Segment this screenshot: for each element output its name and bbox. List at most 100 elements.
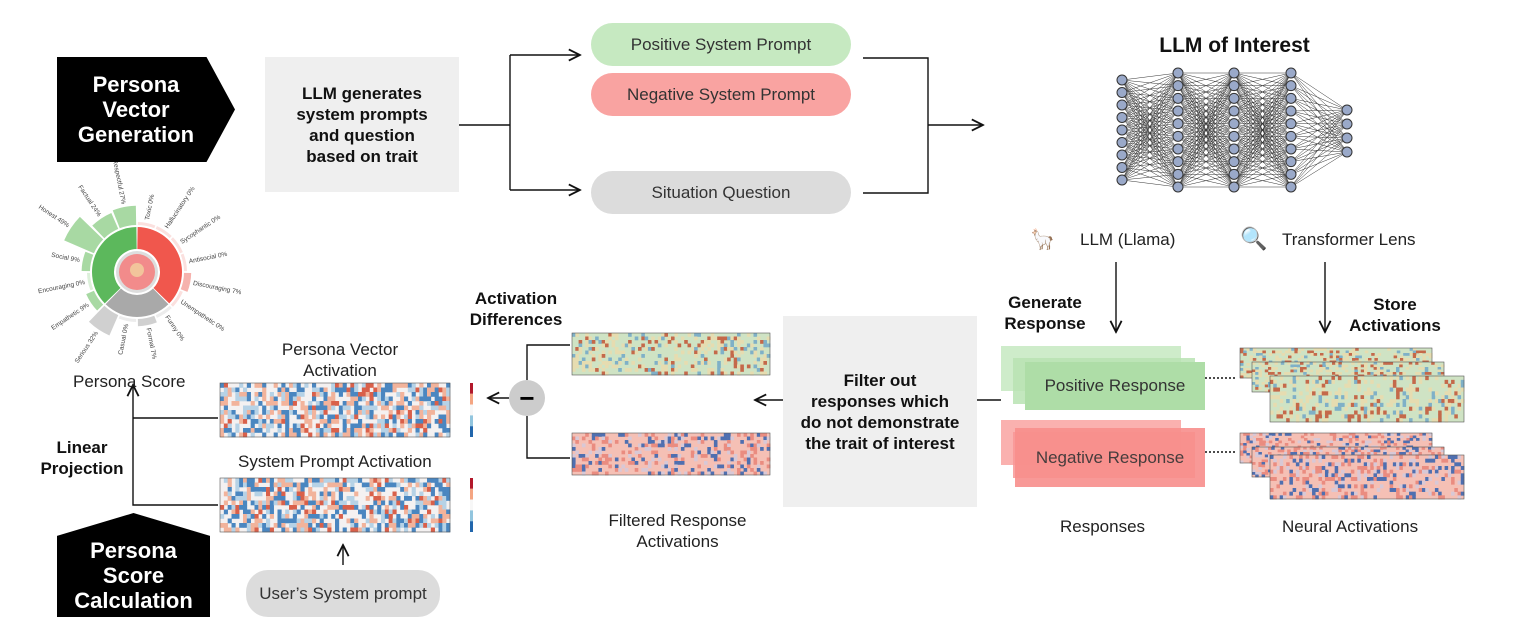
neural-activations-caption: Neural Activations bbox=[1282, 517, 1419, 536]
network-node bbox=[1341, 118, 1353, 130]
trait-label: Unempathetic 0% bbox=[179, 299, 226, 333]
trait-label: Hallucinatory 0% bbox=[164, 185, 197, 230]
linear-projection-label: Linear Projection bbox=[40, 438, 124, 478]
network-node bbox=[1285, 67, 1297, 79]
negative-system-prompt: Negative System Prompt bbox=[591, 73, 851, 116]
positive-activation-heatmap bbox=[1269, 375, 1465, 423]
persona-vector-activation-title: Persona Vector Activation bbox=[281, 340, 399, 380]
colorbar bbox=[470, 383, 473, 437]
network-node bbox=[1116, 99, 1128, 111]
trait-label: Toxic 0% bbox=[144, 194, 156, 221]
trait-bar-toxic bbox=[137, 222, 156, 229]
persona-score-calculation-label: Persona Score Calculation bbox=[57, 513, 210, 617]
trait-label: Respectful 27% bbox=[111, 159, 127, 205]
situation-question: Situation Question bbox=[591, 171, 851, 214]
persona-score-label: Persona Score bbox=[73, 372, 186, 391]
positive-response: Positive Response bbox=[1025, 362, 1205, 410]
trait-label: Discouraging 7% bbox=[192, 280, 242, 296]
trait-label: Casual 0% bbox=[117, 323, 130, 355]
trait-label: Sycophantic 0% bbox=[179, 214, 222, 246]
system-prompt-activation-title: System Prompt Activation bbox=[238, 452, 432, 471]
network-node bbox=[1228, 105, 1240, 117]
system-prompt-activation-heatmap bbox=[219, 477, 473, 533]
network-node bbox=[1228, 143, 1240, 155]
trait-bar-funny bbox=[155, 305, 172, 318]
network-node bbox=[1116, 174, 1128, 186]
network-node bbox=[1285, 143, 1297, 155]
trait-bar-social bbox=[81, 251, 94, 272]
trait-bar-sycophantic bbox=[170, 237, 183, 254]
trait-label: Empathetic 9% bbox=[50, 302, 90, 332]
network-node bbox=[1172, 156, 1184, 168]
trait-bar-honest bbox=[64, 216, 104, 254]
network-node bbox=[1172, 168, 1184, 180]
filtered-positive-heatmap bbox=[571, 332, 771, 376]
trait-label: Encouraging 0% bbox=[38, 279, 86, 295]
network-node bbox=[1228, 181, 1240, 193]
network-node bbox=[1228, 80, 1240, 92]
trait-bar-factual bbox=[92, 212, 119, 239]
persona-vector-activation-heatmap bbox=[219, 382, 473, 438]
network-node bbox=[1116, 87, 1128, 98]
trait-bar-empathetic bbox=[86, 290, 104, 311]
transformer-lens-label: Transformer Lens bbox=[1282, 230, 1416, 249]
filtered-negative-heatmap bbox=[571, 432, 771, 476]
positive-system-prompt: Positive System Prompt bbox=[591, 23, 851, 66]
network-node bbox=[1285, 105, 1297, 117]
network-node bbox=[1285, 156, 1297, 168]
neutral-ring-segment bbox=[105, 288, 169, 318]
llama-icon: 🦙 bbox=[1030, 229, 1055, 251]
activation-differences-label: Activation Differences bbox=[469, 289, 563, 329]
network-node bbox=[1172, 118, 1184, 130]
positive-ring-segment bbox=[91, 227, 137, 304]
trait-bar-antisocial bbox=[180, 253, 187, 272]
negative-ring-segment bbox=[137, 227, 182, 304]
network-node bbox=[1285, 130, 1297, 142]
trait-label: Funny 0% bbox=[163, 314, 185, 342]
network-node bbox=[1228, 118, 1240, 130]
trait-label: Formal 7% bbox=[145, 327, 158, 359]
network-node bbox=[1172, 143, 1184, 155]
generate-response-label: Generate Response bbox=[1004, 293, 1086, 333]
network-node bbox=[1228, 168, 1240, 180]
network-node bbox=[1341, 146, 1353, 158]
network-node bbox=[1116, 149, 1128, 161]
network-node bbox=[1285, 118, 1297, 130]
trait-bar-serious bbox=[88, 305, 119, 336]
network-node bbox=[1341, 132, 1353, 144]
network-node bbox=[1116, 74, 1128, 86]
trait-label: Social 9% bbox=[51, 252, 81, 265]
network-node bbox=[1172, 92, 1184, 104]
trait-bar-encouraging bbox=[87, 272, 94, 291]
network-node bbox=[1285, 181, 1297, 193]
trait-label: Antisocial 0% bbox=[188, 251, 228, 266]
network-node bbox=[1116, 112, 1128, 123]
llm-llama-label: LLM (Llama) bbox=[1080, 230, 1176, 249]
magnifier-icon: 🔍 bbox=[1240, 226, 1268, 251]
network-node bbox=[1172, 80, 1184, 92]
filtered-response-activations-caption: Filtered Response Activations bbox=[608, 511, 747, 551]
trait-label: Serious 32% bbox=[74, 330, 100, 365]
network-node bbox=[1116, 137, 1128, 148]
trait-bar-formal bbox=[137, 315, 157, 327]
users-system-prompt: User’s System prompt bbox=[246, 570, 440, 617]
network-node bbox=[1116, 124, 1128, 136]
persona-vector-generation-label: Persona Vector Generation bbox=[57, 57, 235, 162]
trait-bar-respectful bbox=[112, 205, 137, 229]
network-node bbox=[1172, 105, 1184, 117]
network-node bbox=[1341, 104, 1353, 116]
subtract-operator: − bbox=[509, 380, 545, 416]
trait-label: Honest 49% bbox=[37, 204, 71, 230]
network-node bbox=[1285, 80, 1297, 92]
persona-radial-chart: Toxic 0% Hallucinatory 0%Sycophantic 0% An… bbox=[37, 159, 242, 365]
negative-response: Negative Response bbox=[1015, 428, 1205, 487]
trait-bar-hallucinatory bbox=[155, 226, 172, 239]
network-node bbox=[1172, 130, 1184, 142]
trait-bar-unempathetic bbox=[170, 290, 183, 307]
store-activations-label: Store Activations bbox=[1349, 295, 1441, 335]
network-node bbox=[1228, 156, 1240, 168]
negative-activation-heatmap bbox=[1269, 454, 1465, 500]
colorbar bbox=[470, 478, 473, 532]
